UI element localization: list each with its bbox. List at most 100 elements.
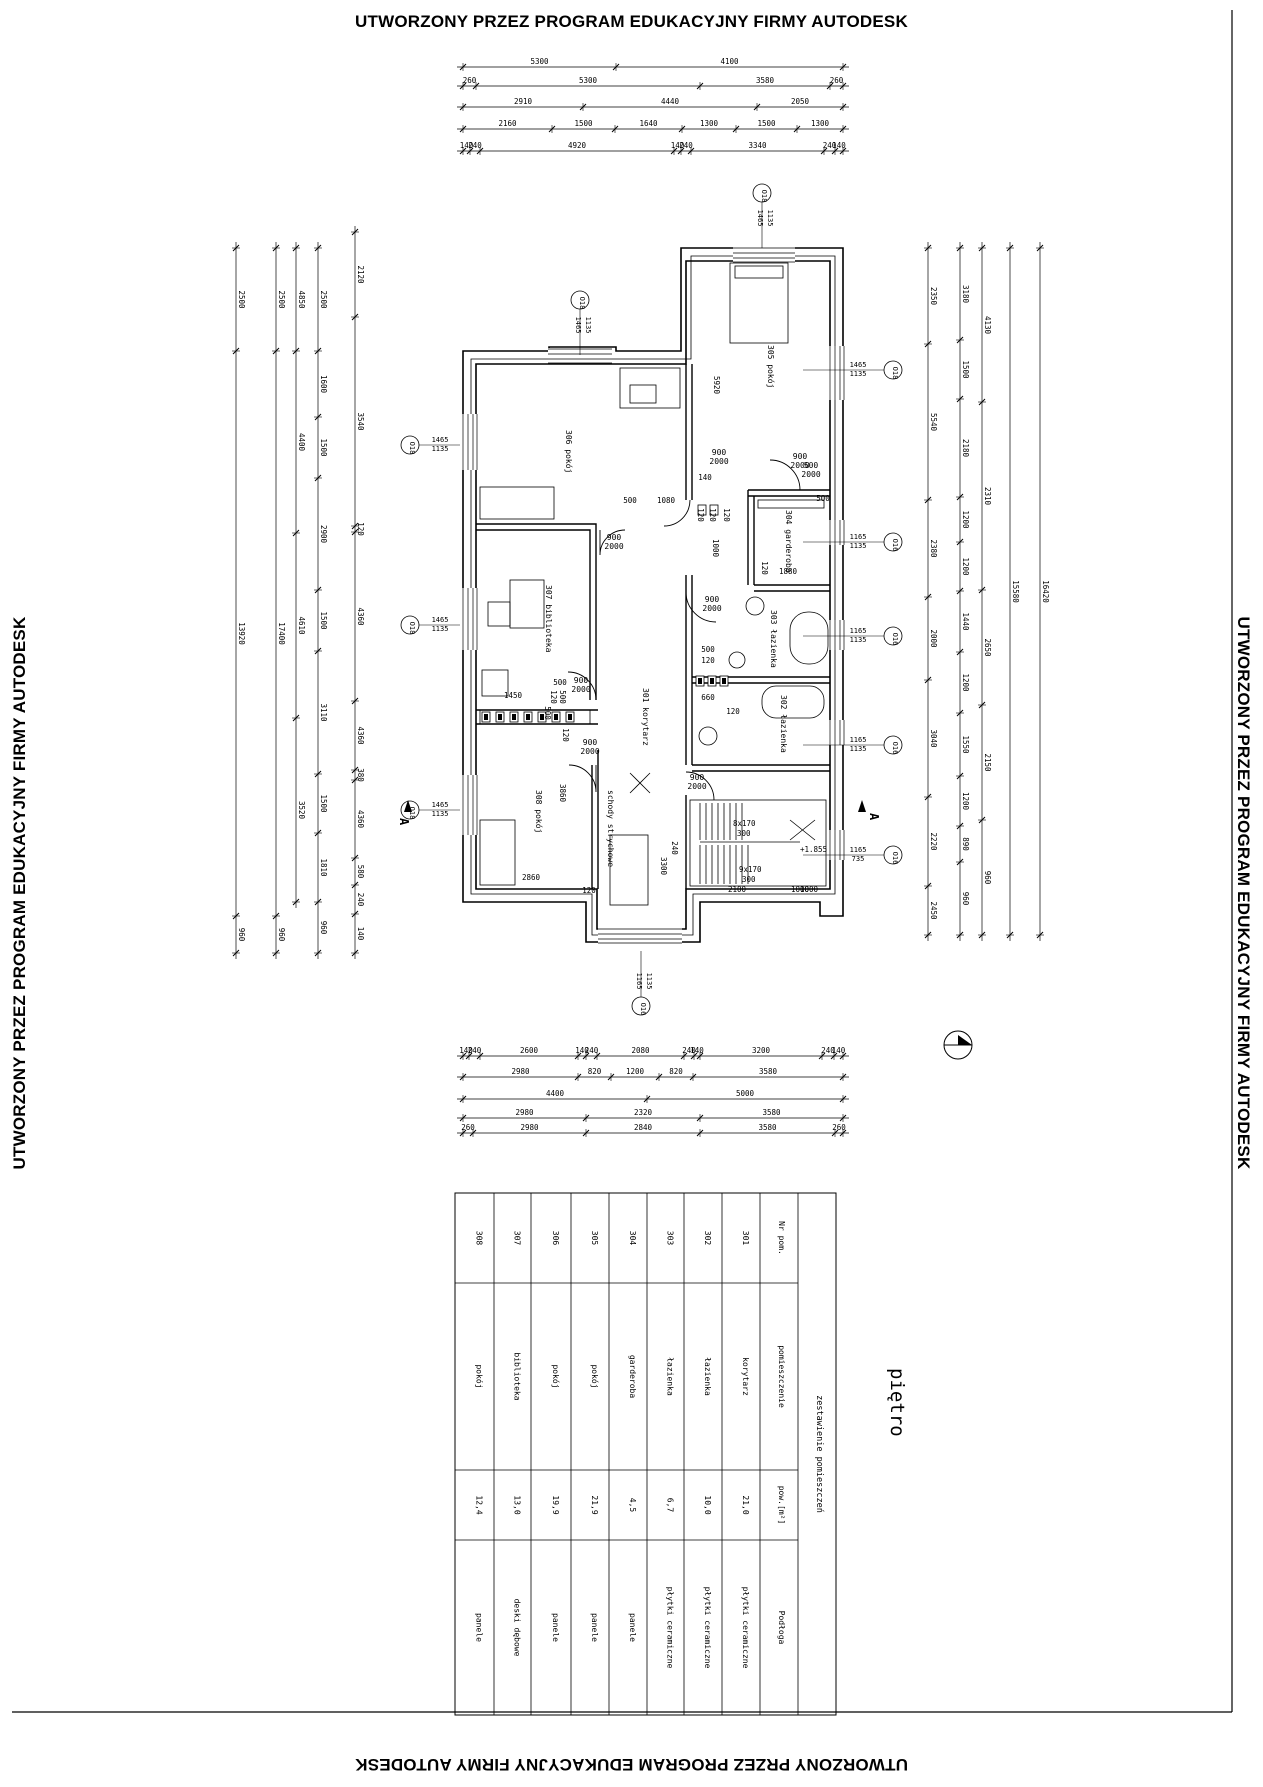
dim-tick (548, 125, 556, 133)
right-col3-label: 2310 (983, 487, 992, 506)
dim-tick (351, 910, 359, 918)
dim-tick (924, 882, 932, 890)
dim-tick (839, 63, 847, 71)
duct-core (498, 714, 502, 720)
interior-dim-label: 1880 (779, 567, 798, 576)
label-attic: schody strychowe (606, 790, 615, 867)
window-tag-sill: 1135 (584, 317, 592, 334)
door-width-label: 900 (705, 595, 720, 604)
window-gap (829, 346, 844, 400)
dim-tick (839, 1052, 847, 1060)
attic-hatch (609, 834, 649, 906)
right-col3-label: 960 (983, 871, 992, 885)
dim-tick (655, 1073, 663, 1081)
interior-dim-label: 500 (553, 678, 567, 687)
dim-tick (351, 766, 359, 774)
dim-tick (465, 1052, 473, 1060)
top-row1-label: 5300 (530, 57, 549, 66)
dim-tick (689, 1073, 697, 1081)
bottom-row1-label: 3200 (752, 1046, 771, 1055)
dim-tick (459, 1052, 467, 1060)
exterior-walls (462, 247, 844, 943)
window-tag-code: O16 (891, 852, 899, 865)
dim-tick (956, 772, 964, 780)
left-col2-label: 17400 (277, 622, 286, 645)
interior-dim-label: 500 (558, 690, 567, 704)
dim-tick (956, 336, 964, 344)
window-tag-sill: 735 (852, 855, 865, 863)
door-width-label: 900 (712, 448, 727, 457)
dim-tick (232, 912, 240, 920)
bottom-row4-label: 2320 (634, 1108, 653, 1117)
dim-tick (351, 854, 359, 862)
dim-tick (232, 244, 240, 252)
top-row3-label: 2050 (791, 97, 810, 106)
label-303: 303 łazienka (769, 610, 778, 668)
bottom-row5-label: 2840 (634, 1123, 653, 1132)
window-tag-height: 1465 (432, 616, 449, 624)
schedule-cell: płytki ceramiczne (703, 1587, 712, 1669)
right-dimension-chains: 2350554023802000304022202450318015002180… (924, 242, 1050, 941)
right-col2-label: 1200 (961, 792, 970, 811)
window-gap (829, 830, 844, 860)
schedule-cell: 4,5 (628, 1498, 637, 1513)
top-row2-label: 260 (830, 76, 844, 85)
interior-dim-label: 120 (549, 690, 558, 704)
label-305: 305 pokój (766, 345, 776, 388)
door-width-label: 900 (690, 773, 705, 782)
bottom-row2-label: 3580 (759, 1067, 778, 1076)
bed-308 (479, 819, 516, 886)
window-gap (733, 247, 795, 262)
window-tag-code: O16 (891, 742, 899, 755)
dim-tick (272, 912, 280, 920)
top-row5-label: 140 (671, 141, 685, 150)
left-col1-label: 2500 (237, 290, 246, 309)
door-height-label: 2000 (580, 747, 599, 756)
dim-tick (978, 816, 986, 824)
window-tag-height: 1465 (850, 361, 867, 369)
top-row5-label: 3340 (748, 141, 767, 150)
right-col1-label: 5540 (929, 413, 938, 432)
dim-tick (292, 714, 300, 722)
interior-dim-label: 1000 (791, 885, 810, 894)
dim-tick (956, 587, 964, 595)
dim-tick (232, 347, 240, 355)
dim-tick (574, 1073, 582, 1081)
door-width-label: 900 (607, 533, 622, 542)
section-arrow-right (858, 800, 866, 812)
window-gap (462, 588, 477, 650)
window-gap (598, 928, 682, 943)
stair-flight1: 8x170 (733, 819, 756, 828)
schedule-cell: korytarz (741, 1357, 750, 1396)
dim-tick (687, 147, 695, 155)
schedule-cell: garderoba (628, 1355, 637, 1399)
dim-tick (956, 493, 964, 501)
door-width-label: 900 (583, 738, 598, 747)
bottom-row1-label: 2600 (520, 1046, 539, 1055)
door-307 (567, 671, 597, 701)
left-col3-label: 3520 (297, 801, 306, 820)
duct-core (526, 714, 530, 720)
dim-tick (292, 529, 300, 537)
top-row5-label: 240 (468, 141, 482, 150)
right-col2-label: 890 (961, 837, 970, 851)
stair-labels: 8x170 300 9x170 300 +1.855 (733, 819, 827, 884)
left-col5-label: 380 (356, 768, 365, 782)
duct-core (568, 714, 572, 720)
dim-tick (839, 103, 847, 111)
door-303 (685, 591, 717, 623)
schedule-cell: 302 (703, 1231, 712, 1246)
dim-tick (459, 1114, 467, 1122)
bottom-row5-label: 260 (832, 1123, 846, 1132)
dim-tick (956, 648, 964, 656)
bottom-row1-label: 2080 (631, 1046, 650, 1055)
left-col3-label: 4610 (297, 616, 306, 635)
dim-tick (314, 898, 322, 906)
interior-dim-label: 1000 (800, 885, 819, 894)
dim-tick (476, 1052, 484, 1060)
dim-tick (272, 244, 280, 252)
bottom-row2-label: 820 (669, 1067, 683, 1076)
schedule-header: pow.[m²] (777, 1486, 786, 1525)
section-arrow-left (404, 800, 412, 812)
window-tag-sill: 1135 (645, 973, 653, 990)
